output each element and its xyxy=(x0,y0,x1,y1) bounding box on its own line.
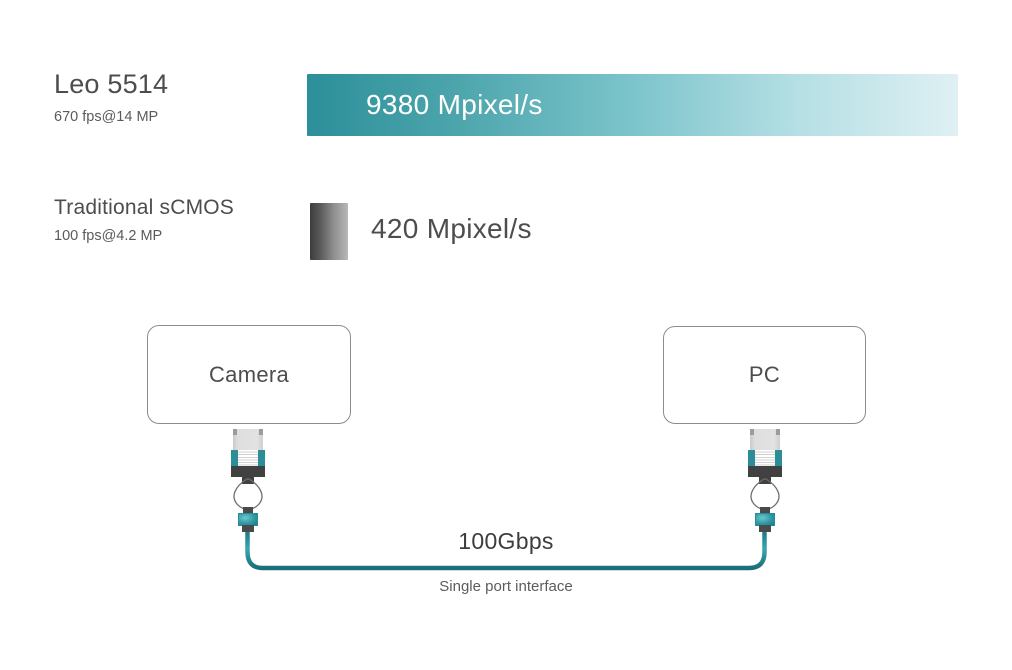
bar-traditional-scmos xyxy=(310,203,348,260)
transceiver-tab-left xyxy=(750,429,754,435)
transceiver-fins xyxy=(755,450,775,467)
camera-transceiver-icon xyxy=(231,429,265,484)
bar-leo-5514 xyxy=(307,74,958,136)
diagram-node-camera-label: Camera xyxy=(208,361,290,387)
comparison-row-scmos-subtitle: 100 fps@4.2 MP xyxy=(54,228,163,245)
diagram-node-camera[interactable]: Camera xyxy=(147,325,351,424)
transceiver-teal-band xyxy=(748,450,782,467)
pc-cable-plug-icon xyxy=(755,507,775,533)
cable-speed-label: 100Gbps xyxy=(458,528,554,554)
plug-bottom xyxy=(242,525,254,532)
transceiver-tab-right xyxy=(259,429,263,435)
comparison-row-leo-label: Leo 5514 670 fps@14 MP xyxy=(54,69,169,125)
pc-transceiver-icon xyxy=(748,429,782,484)
plug-top xyxy=(243,507,253,514)
transceiver-base xyxy=(748,466,782,477)
camera-cable-plug-icon xyxy=(238,507,258,533)
comparison-row-scmos-label: Traditional sCMOS 100 fps@4.2 MP xyxy=(54,196,234,244)
transceiver-stem xyxy=(242,476,254,484)
diagram-node-pc[interactable]: PC xyxy=(663,326,866,424)
transceiver-base xyxy=(231,466,265,477)
bar-value-leo-5514: 9380 Mpixel/s xyxy=(366,89,543,120)
comparison-row-scmos-title: Traditional sCMOS xyxy=(54,196,235,219)
transceiver-tab-left xyxy=(233,429,237,435)
transceiver-stem xyxy=(759,476,771,484)
transceiver-teal-band xyxy=(231,450,265,467)
transceiver-tab-right xyxy=(776,429,780,435)
comparison-row-leo-subtitle: 670 fps@14 MP xyxy=(54,108,159,125)
bar-value-traditional-scmos: 420 Mpixel/s xyxy=(371,213,532,244)
cable-interface-note: Single port interface xyxy=(439,578,573,595)
plug-top xyxy=(760,507,770,514)
comparison-row-leo-title: Leo 5514 xyxy=(54,69,169,99)
transceiver-fins xyxy=(238,450,258,467)
plug-bottom xyxy=(759,525,771,532)
diagram-node-pc-label: PC xyxy=(748,362,781,387)
